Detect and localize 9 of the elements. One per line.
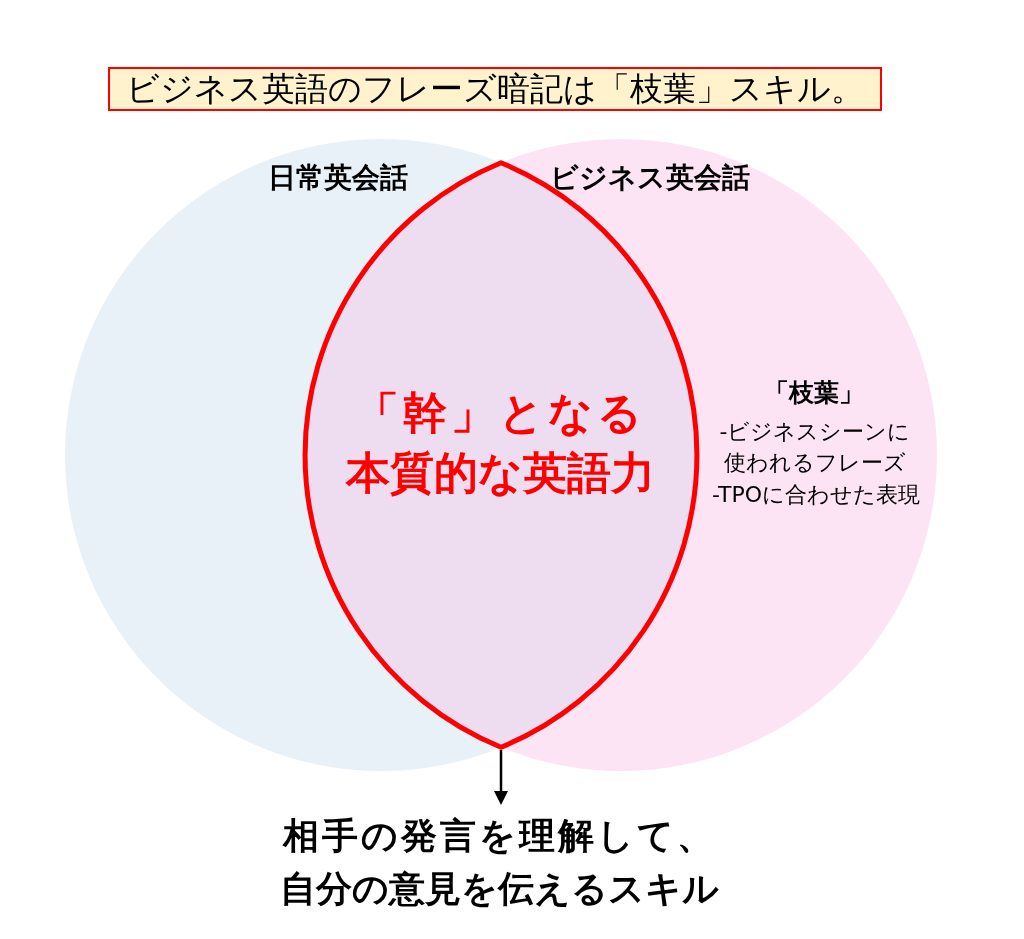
core-skill-text: 「幹」となる本質的な英語力 [344, 386, 656, 500]
bullet-text: -ビジネスシーンに使われるフレーズ [719, 418, 911, 477]
bullet-text: -TPOに合わせた表現 [712, 481, 920, 509]
title-banner: ビジネス英語のフレーズ暗記は「枝葉」スキル。 [108, 67, 882, 111]
circle-label: ビジネス英会話 [550, 160, 750, 196]
circle-label: 日常英会話 [268, 160, 408, 196]
result-text: 相手の発言を理解して、自分の意見を伝えるスキル [279, 809, 719, 915]
heading-text: 「枝葉」 [764, 377, 864, 409]
arrow [494, 750, 508, 805]
